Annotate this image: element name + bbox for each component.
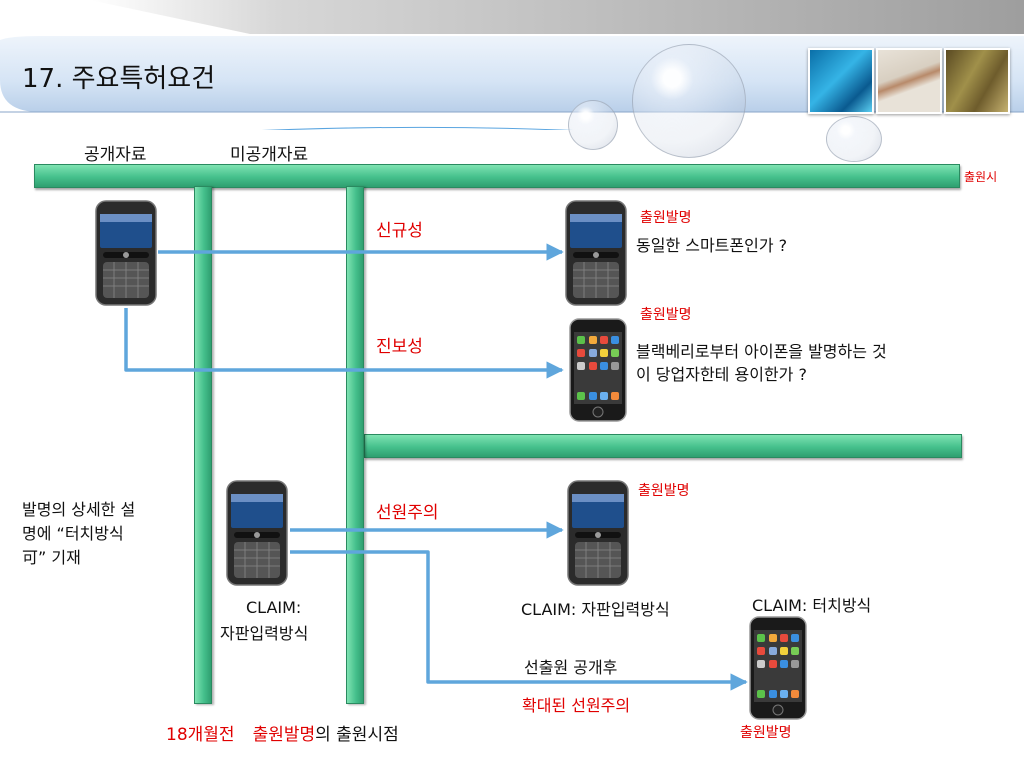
label-public: 공개자료 [84,145,147,165]
label-filing-time: 출원시 [964,170,998,184]
footer-months-before: 18개월전 [166,725,235,745]
label-first-to-file: 선원주의 [376,503,439,523]
vertical-bar-public [194,186,212,704]
arrow-expanded [290,550,748,691]
description-line2: 명에 “터치방식 [22,524,124,543]
tag-invention-bottom: 출원발명 [740,725,792,741]
blackberry-phone-icon [567,480,629,586]
blackberry-phone-icon [565,200,627,306]
tag-invention: 출원발명 [640,210,692,226]
arrow-inventive-step [124,308,564,379]
page-title: 17. 주요특허요건 [22,64,216,94]
footer-invention: 출원발명 [252,725,316,745]
timeline-bar-top [34,164,960,188]
header-image-wheat [944,48,1010,114]
tag-invention: 출원발명 [640,307,692,323]
blackberry-phone-icon [226,480,288,586]
after-publication: 선출원 공개후 [524,658,618,677]
expanded-first-to-file: 확대된 선원주의 [522,696,631,715]
question-obvious-line2: 이 당업자한테 용이한가 ? [636,365,807,384]
footer-suffix: 의 출원시점 [315,725,399,745]
claim-left-line1: CLAIM: [246,598,302,617]
label-novelty: 신규성 [376,221,423,241]
claim-far-right: CLAIM: 터치방식 [752,596,872,615]
description-line1: 발명의 상세한 설 [22,500,136,519]
bubble-small [826,116,882,162]
question-identical: 동일한 스마트폰인가 ? [636,236,788,255]
description-line3: 可” 기재 [22,548,81,567]
question-obvious-line1: 블랙베리로부터 아이폰을 발명하는 것 [636,342,887,361]
iphone-icon [749,616,807,720]
header-image-document [876,48,942,114]
claim-left-line2: 자판입력방식 [220,624,309,643]
tag-invention: 출원발명 [638,483,690,499]
blackberry-phone-icon [95,200,157,306]
bubble-medium [568,100,618,150]
header-image-blue [808,48,874,114]
label-unpublished: 미공개자료 [230,145,309,165]
claim-right: CLAIM: 자판입력방식 [521,600,670,619]
label-inventive-step: 진보성 [376,337,423,357]
bubble-large [632,44,746,158]
iphone-icon [569,318,627,422]
vertical-bar-unpublished [346,186,364,704]
footer-filing-point: 18개월전 출원발명의 출원시점 [166,720,399,745]
timeline-bar-middle [364,434,962,458]
